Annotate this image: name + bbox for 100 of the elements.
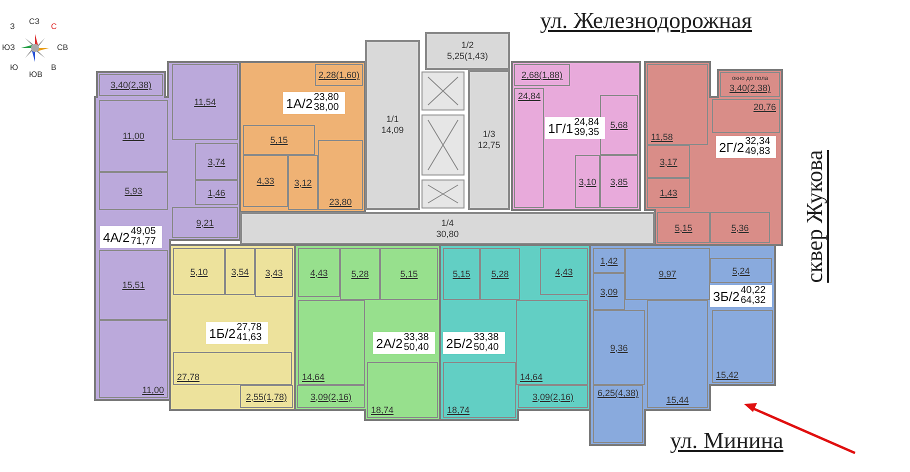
room-outline [625,248,710,300]
room-outline [647,178,690,208]
apartment-area: 32,34 49,83 [745,137,774,157]
area-label: 5,24 [732,266,750,276]
room-outline [480,248,520,300]
room-number: 1/2 [461,40,474,51]
area-label: 11,00 [122,131,144,141]
compass-direction-label: ЮЗ [2,43,15,52]
room-outline [195,143,238,180]
area-label: 3,85 [610,176,628,186]
room-outline [99,74,163,96]
room-number: 1/1 [386,114,399,125]
area-label: 5,28 [351,269,369,279]
room-outline [99,250,168,320]
area-label: 15,44 [666,395,689,405]
apartment-code: 2А/2 [376,336,403,350]
area-label: 3,09(2,16) [310,392,352,402]
area-label: 23,80 [329,197,352,207]
room-outline [514,88,544,208]
area-label: 3,40(2,38) [729,83,771,93]
area-label: 3,10 [578,176,596,186]
apartment-area: 27,78 41,63 [236,323,265,343]
room-outline [173,352,292,385]
room-outline [172,64,238,140]
common-area [425,32,510,70]
area-label: 9,97 [658,269,676,279]
area-label: 4,43 [310,268,328,278]
area-label: 1,43 [660,188,678,198]
room-outline [340,248,380,300]
room-outline [710,258,772,283]
area-label: 5,15 [400,269,418,279]
area-label: 24,84 [518,91,541,101]
room-outline [173,248,225,295]
area-label: 2,28(1,60) [318,70,360,80]
area-label: 5,68 [610,120,628,130]
room-outline [593,385,643,443]
compass-direction-label: ЮВ [29,70,42,79]
area-label: 2,68(1,88) [521,70,563,80]
apartment-code: 1Г/1 [548,120,574,136]
room-outline [298,248,340,297]
area-label: 18,74 [447,405,470,415]
room-outline [225,248,255,295]
area-label: 15,42 [716,370,739,380]
area-label: 4,43 [555,266,573,276]
common-area [468,70,510,210]
room-outline [298,300,365,385]
apartment-code: 2Г/2 [719,140,744,154]
area-label: 20,76 [753,102,776,112]
area-label: 11,58 [651,132,673,142]
area-label: 4,33 [256,176,274,186]
apartment-area: 33,38 50,40 [474,333,502,353]
area-label: 9,36 [610,342,628,352]
area-label: 3,74 [208,156,226,166]
area-label: 3,43 [265,268,283,278]
area-label: 5,25(1,43) [446,51,488,62]
area-label: 18,74 [371,405,394,415]
room-outline [240,385,293,408]
room-outline [195,180,238,205]
room-outline [243,155,288,207]
area-label: 5,15 [674,222,692,232]
room-outline [575,155,600,208]
room-outline [647,145,690,178]
room-outline [593,248,625,273]
common-area [365,40,420,210]
area-label: 3,09(2,16) [532,392,574,402]
apartment-code: 1А/2 [286,96,313,110]
room-outline [315,64,363,86]
room-outline [647,64,708,145]
area-label: 14,64 [302,372,325,382]
room-number: 1/4 [441,218,454,228]
area-label: 2,55(1,78) [246,392,288,402]
area-label: 14,09 [381,125,404,136]
apartment-area: 33,38 50,40 [404,333,432,353]
compass-direction-label: В [51,63,56,72]
area-label: 3,40(2,38) [110,80,152,90]
area-label: 11,54 [194,97,216,107]
room-outline [99,320,168,398]
apartment-code: 1Б/2 [209,326,236,340]
room-outline [647,300,708,408]
compass-direction-label: З [10,22,15,31]
area-label: 5,28 [491,269,509,279]
apartment-area: 40,22 64,32 [740,286,769,306]
room-outline [99,100,168,172]
room-outline [720,72,780,97]
room-outline [712,99,780,133]
room-outline [657,212,710,243]
area-label: 11,00 [142,385,164,395]
area-label: 14,64 [520,372,543,382]
room-number: 1/3 [482,129,496,140]
apartment-area: 23,80 38,00 [314,93,342,113]
street-name: ул. Минина [670,428,784,454]
area-label: 3,12 [294,178,312,188]
area-label: 3,54 [231,266,249,276]
room-outline [172,207,238,238]
area-label: 30,80 [436,228,459,240]
room-outline [540,248,588,295]
area-label: 6,25(4,38) [597,388,639,398]
apartment-code: 3Б/2 [713,288,740,304]
room-outline [288,155,318,210]
room-outline [367,362,438,418]
